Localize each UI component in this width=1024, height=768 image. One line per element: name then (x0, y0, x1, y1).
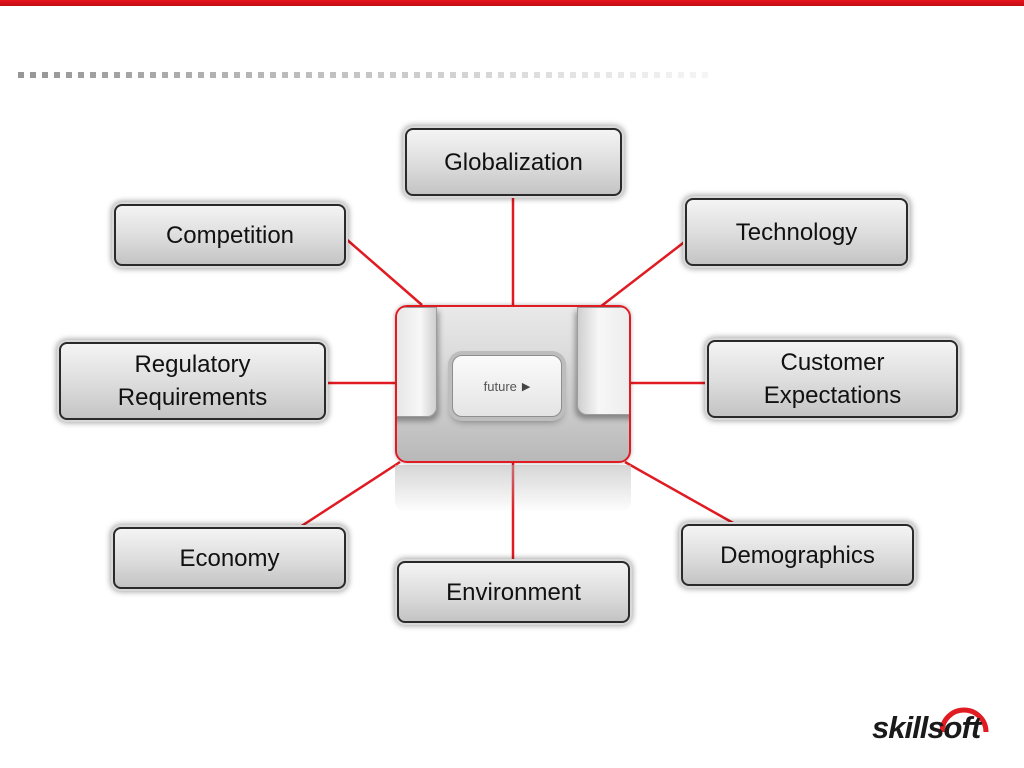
divider-dot (222, 72, 228, 78)
divider-dot (582, 72, 588, 78)
future-key: future ▶ (452, 355, 562, 417)
divider-dot (42, 72, 48, 78)
divider-dot (594, 72, 600, 78)
divider-dot (486, 72, 492, 78)
node-technology: Technology (685, 198, 908, 266)
divider-dot (570, 72, 576, 78)
divider-dot (318, 72, 324, 78)
dotted-divider (18, 72, 718, 80)
keyboard-key-left (397, 307, 437, 417)
connector-demographics (624, 460, 736, 526)
divider-dot (630, 72, 636, 78)
node-environment-label: Environment (446, 578, 581, 606)
divider-dot (522, 72, 528, 78)
divider-dot (258, 72, 264, 78)
node-regulatory-requirements: Regulatory Requirements (59, 342, 326, 420)
divider-dot (126, 72, 132, 78)
node-customer-expectations: Customer Expectations (707, 340, 958, 418)
divider-dot (282, 72, 288, 78)
divider-dot (198, 72, 204, 78)
divider-dot (498, 72, 504, 78)
node-customer-line1: Customer (780, 349, 885, 376)
divider-dot (702, 72, 708, 78)
skillsoft-logo-text: skillsoft (872, 710, 981, 745)
divider-dot (378, 72, 384, 78)
play-triangle-icon: ▶ (521, 380, 531, 393)
divider-dot (390, 72, 396, 78)
keyboard-key-right (577, 307, 629, 415)
divider-dot (162, 72, 168, 78)
divider-dot (402, 72, 408, 78)
divider-dot (246, 72, 252, 78)
divider-dot (546, 72, 552, 78)
divider-dot (510, 72, 516, 78)
divider-dot (438, 72, 444, 78)
divider-dot (30, 72, 36, 78)
node-demographics-label: Demographics (720, 541, 875, 569)
divider-dot (366, 72, 372, 78)
node-technology-label: Technology (735, 218, 858, 246)
node-competition: Competition (114, 204, 346, 266)
node-demographics: Demographics (681, 524, 914, 586)
divider-dot (450, 72, 456, 78)
node-regulatory-line1: Regulatory (134, 351, 251, 378)
divider-dot (234, 72, 240, 78)
divider-dot (654, 72, 660, 78)
divider-dot (666, 72, 672, 78)
divider-dot (330, 72, 336, 78)
divider-dot (474, 72, 480, 78)
node-environment: Environment (397, 561, 630, 623)
divider-dot (114, 72, 120, 78)
divider-dot (150, 72, 156, 78)
connector-economy (299, 460, 401, 529)
divider-dot (462, 72, 468, 78)
divider-dot (426, 72, 432, 78)
divider-dot (66, 72, 72, 78)
divider-dot (294, 72, 300, 78)
divider-dot (270, 72, 276, 78)
divider-dot (138, 72, 144, 78)
node-globalization: Globalization (405, 128, 622, 196)
divider-dot (78, 72, 84, 78)
skillsoft-logo: skillsoft (868, 696, 1008, 754)
divider-dot (642, 72, 648, 78)
divider-dot (102, 72, 108, 78)
divider-dot (306, 72, 312, 78)
node-customer-line2: Expectations (763, 382, 902, 409)
connector-competition (344, 237, 423, 306)
node-regulatory-line2: Requirements (117, 384, 268, 411)
divider-dot (678, 72, 684, 78)
node-economy-label: Economy (179, 544, 280, 572)
divider-dot (354, 72, 360, 78)
divider-dot (414, 72, 420, 78)
key-reflection (395, 465, 631, 513)
divider-dot (210, 72, 216, 78)
connector-technology (599, 239, 688, 308)
node-competition-label: Competition (165, 221, 295, 249)
divider-dot (342, 72, 348, 78)
node-economy: Economy (113, 527, 346, 589)
divider-dot (174, 72, 180, 78)
divider-dot (618, 72, 624, 78)
top-accent-bar (0, 0, 1024, 6)
future-key-label: future (483, 378, 517, 394)
divider-dot (690, 72, 696, 78)
divider-dot (534, 72, 540, 78)
skillsoft-arc-icon (939, 707, 989, 733)
future-key-image: future ▶ (395, 305, 631, 463)
divider-dot (18, 72, 24, 78)
divider-dot (90, 72, 96, 78)
divider-dot (54, 72, 60, 78)
divider-dot (558, 72, 564, 78)
divider-dot (186, 72, 192, 78)
divider-dot (606, 72, 612, 78)
node-globalization-label: Globalization (444, 148, 583, 176)
